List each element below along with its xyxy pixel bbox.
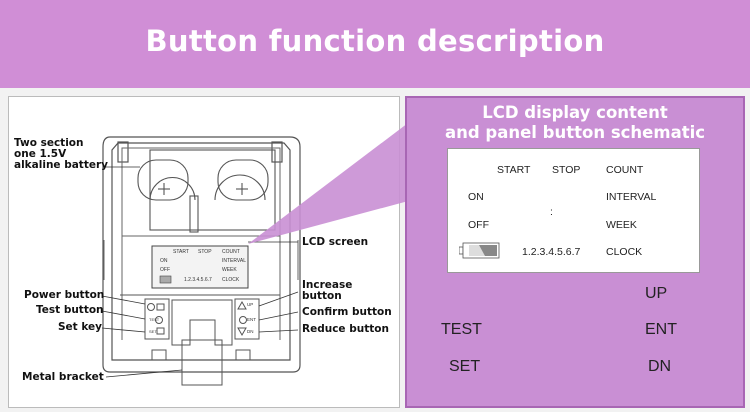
mini-lcd-stop: STOP: [198, 249, 212, 255]
lcd-stop-label: STOP: [552, 164, 581, 176]
reduce-button-callout: Reduce button: [302, 323, 389, 335]
mini-btn-ent: ENT: [247, 317, 256, 322]
mini-lcd-start: START: [173, 249, 189, 255]
lcd-screen-callout: LCD screen: [302, 236, 369, 248]
metal-bracket-callout: Metal bracket: [22, 371, 104, 383]
lcd-start-label: START: [497, 164, 531, 176]
lcd-days-label: 1.2.3.4.5.6.7: [522, 246, 581, 258]
lcd-on-label: ON: [468, 191, 484, 203]
device-casing: [102, 136, 301, 373]
increase-button-callout: Increase button: [302, 280, 352, 302]
lcd-count-label: COUNT: [606, 164, 644, 176]
battery-callout-line2: one 1.5V: [14, 148, 67, 160]
set-button-label: SET: [449, 358, 481, 375]
mini-lcd-on: ON: [160, 258, 168, 264]
increase-callout-line1: Increase: [302, 279, 353, 291]
up-button-label: UP: [645, 285, 668, 302]
set-key-callout: Set key: [58, 321, 103, 333]
battery-icon: [459, 242, 500, 259]
confirm-button-callout: Confirm button: [302, 306, 392, 318]
increase-callout-line2: button: [302, 290, 342, 302]
dn-button-label: DN: [648, 358, 672, 375]
test-button-label: TEST: [441, 321, 482, 338]
battery-callout-line1: Two section: [14, 137, 84, 149]
panel-title-line1: LCD display content: [482, 103, 668, 122]
battery-callout: Two section one 1.5V alkaline battery: [14, 138, 108, 171]
battery-compartment: [137, 149, 276, 233]
lcd-clock-label: CLOCK: [606, 246, 643, 258]
mini-btn-set: SET: [149, 329, 157, 334]
mini-lcd-days: 1.2.3.4.5.6.7: [184, 277, 212, 283]
lcd-colon: :: [550, 206, 553, 218]
mini-lcd-count: COUNT: [222, 249, 240, 255]
mini-lcd-off: OFF: [160, 267, 170, 273]
test-button-callout: Test button: [36, 304, 104, 316]
power-button-callout: Power button: [24, 289, 105, 301]
battery-callout-line3: alkaline battery: [14, 159, 108, 171]
page-title: Button function description: [145, 24, 605, 58]
mini-lcd-week: WEEK: [222, 267, 237, 273]
zoom-beam: [248, 120, 412, 244]
mini-btn-dn: DN: [247, 329, 254, 334]
right-button-plate: [234, 298, 260, 340]
panel-title-line2: and panel button schematic: [444, 123, 706, 142]
lcd-off-label: OFF: [468, 219, 489, 231]
metal-bracket: [181, 339, 223, 386]
header-banner: [0, 0, 750, 88]
mini-lcd-interval: INTERVAL: [222, 258, 246, 264]
ent-button-label: ENT: [645, 321, 677, 338]
lcd-week-label: WEEK: [606, 219, 637, 231]
mini-btn-test: TEST: [149, 317, 160, 322]
mini-btn-up: UP: [247, 302, 254, 307]
mini-lcd-clock: CLOCK: [222, 277, 240, 283]
lcd-interval-label: INTERVAL: [606, 191, 657, 203]
